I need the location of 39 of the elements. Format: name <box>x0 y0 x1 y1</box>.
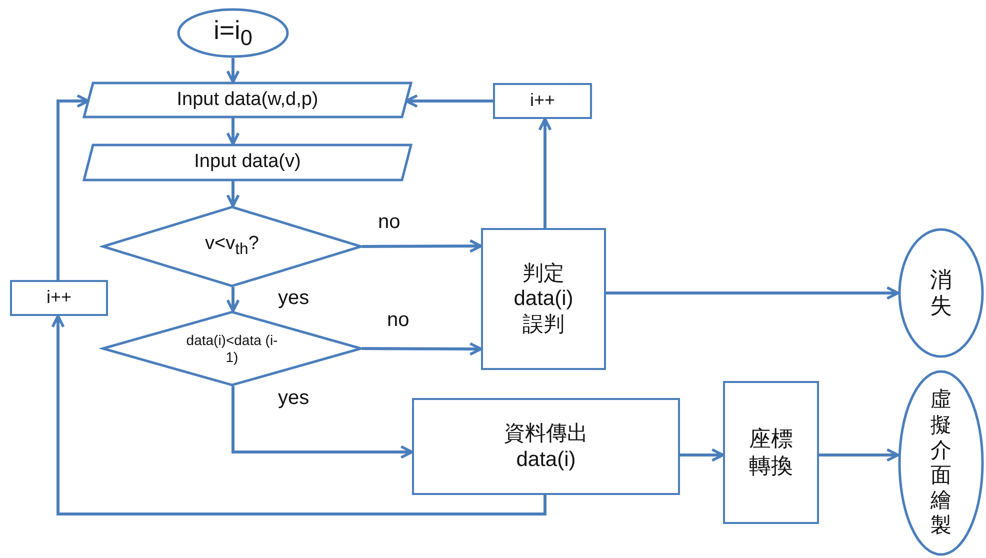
node-text: data(i) <box>516 446 576 472</box>
node-text: 虛擬介面繪製 <box>930 387 952 539</box>
arrow <box>606 286 900 300</box>
process-box <box>481 228 606 370</box>
arrow <box>362 239 482 253</box>
input-parallelogram <box>83 144 412 181</box>
process-box <box>10 280 108 316</box>
end-ellipse <box>898 228 984 358</box>
node-text: data(i)<data (i-1) <box>185 332 279 366</box>
arrow <box>56 94 90 280</box>
arrow <box>226 118 240 146</box>
node-text: Input data(v) <box>194 151 301 174</box>
node-text: i=i$_{0}$ <box>214 14 252 52</box>
end-ellipse <box>898 370 984 556</box>
node-text: 消失 <box>930 266 952 320</box>
arrow <box>226 181 240 208</box>
process-box <box>723 381 819 524</box>
arrow <box>226 287 240 312</box>
arrow <box>538 118 552 228</box>
node-text: v<v$_{th}$? <box>205 233 259 260</box>
arrow <box>404 94 493 108</box>
start-ellipse <box>177 8 289 58</box>
node-text: 誤判 <box>522 312 564 337</box>
arrow <box>362 342 482 356</box>
arrow <box>226 58 240 84</box>
process-box <box>412 398 680 495</box>
node-text: 判定 <box>522 261 564 286</box>
node-text: data(i) <box>514 286 574 312</box>
node-text: 座標轉換 <box>748 426 794 479</box>
arrow <box>819 448 900 462</box>
arrow <box>232 386 414 459</box>
arrow <box>51 314 546 516</box>
arrow <box>680 448 724 462</box>
process-box <box>493 83 592 119</box>
node-text: Input data(w,d,p) <box>176 88 318 112</box>
node-text: 資料傳出 <box>504 421 588 446</box>
node-text: i++ <box>46 287 72 309</box>
input-parallelogram <box>83 82 412 118</box>
node-text: i++ <box>530 90 556 112</box>
